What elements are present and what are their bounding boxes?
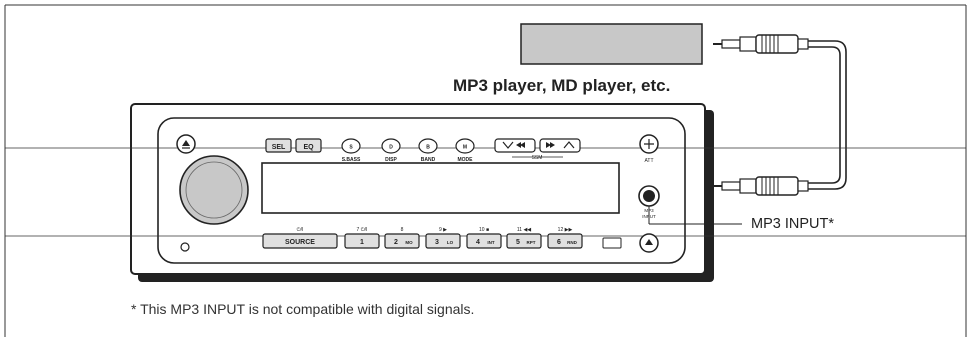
ir-sensor <box>602 237 622 249</box>
band-button[interactable] <box>418 138 438 154</box>
preset-4-button[interactable] <box>466 233 502 249</box>
chevron-down-icon <box>502 141 514 149</box>
device-caption: MP3 player, MD player, etc. <box>453 76 671 95</box>
preset-6-sub: RND <box>567 240 577 245</box>
bottom-cable-plug <box>713 176 809 196</box>
mp3-jack-label-line2: INPUT <box>642 214 656 219</box>
preset-2-button[interactable] <box>384 233 420 249</box>
source-top-label: ⏻/I <box>297 227 304 233</box>
car-stereo-unit: SEL EQ S S.BASS D DISP B BAND M MODE SSM… <box>5 103 966 282</box>
footnote: * This MP3 INPUT is not compatible with … <box>131 301 475 317</box>
preset-3-sub: LO <box>447 240 454 245</box>
preset-4-num: 4 <box>476 239 480 246</box>
top-cable-plug <box>713 34 809 54</box>
sbass-label: S.BASS <box>342 157 361 163</box>
disp-button[interactable] <box>381 138 401 154</box>
power-icon <box>644 139 654 149</box>
preset-3-button[interactable] <box>425 233 461 249</box>
preset-1-button[interactable] <box>344 233 380 249</box>
sbass-key: S <box>349 145 353 151</box>
att-label: ATT <box>644 158 653 164</box>
display-window <box>261 162 620 214</box>
eject-icon-lower <box>645 239 653 245</box>
preset-1-label: 1 <box>360 239 364 246</box>
preset-2-num: 2 <box>394 239 398 246</box>
eq-button[interactable] <box>295 138 322 153</box>
mode-key: M <box>463 145 467 151</box>
preset-5-sub: RPT <box>527 240 536 245</box>
sbass-button[interactable] <box>341 138 361 154</box>
mp3-input-caption: MP3 INPUT* <box>751 216 834 232</box>
preset-4-sub: INT <box>487 240 495 245</box>
preset-5-num: 5 <box>516 239 520 246</box>
preset-5-button[interactable] <box>506 233 542 249</box>
preset-1-top-label: 7 ⏻/I <box>357 227 368 233</box>
preset-6-button[interactable] <box>547 233 583 249</box>
seek-down-button[interactable] <box>494 138 536 153</box>
external-player-box <box>520 23 703 65</box>
preset-6-num: 6 <box>557 239 561 246</box>
mp3-jack-label-line1: MP3 <box>644 208 654 213</box>
preset-2-top-label: 8 <box>401 227 404 233</box>
rewind-icon <box>516 142 525 148</box>
preset-3-num: 3 <box>435 239 439 246</box>
cable-inner <box>808 46 841 184</box>
ssm-label: SSM <box>532 155 543 161</box>
mode-label: MODE <box>458 157 474 163</box>
fast-forward-icon <box>546 142 555 148</box>
sel-label: SEL <box>272 144 286 151</box>
source-label: SOURCE <box>285 239 315 246</box>
band-key: B <box>426 145 430 151</box>
preset-4-top-label: 10 ■ <box>479 227 489 233</box>
eq-label: EQ <box>303 144 314 151</box>
disp-key: D <box>389 145 393 151</box>
source-button[interactable] <box>262 233 338 249</box>
cable <box>808 40 847 190</box>
reset-hole <box>180 242 190 252</box>
eject-icon <box>182 140 190 146</box>
preset-6-top-label: 12 ▶▶ <box>558 227 573 233</box>
disp-label: DISP <box>385 157 397 163</box>
chevron-up-icon <box>563 141 575 149</box>
sel-button[interactable] <box>265 138 292 153</box>
preset-2-sub: MO <box>405 240 413 245</box>
mp3-jack-hole <box>643 190 655 202</box>
band-label: BAND <box>421 157 436 163</box>
mode-button[interactable] <box>455 138 475 154</box>
preset-3-top-label: 9 ▶ <box>439 227 447 233</box>
preset-5-top-label: 11 ◀◀ <box>517 227 531 233</box>
